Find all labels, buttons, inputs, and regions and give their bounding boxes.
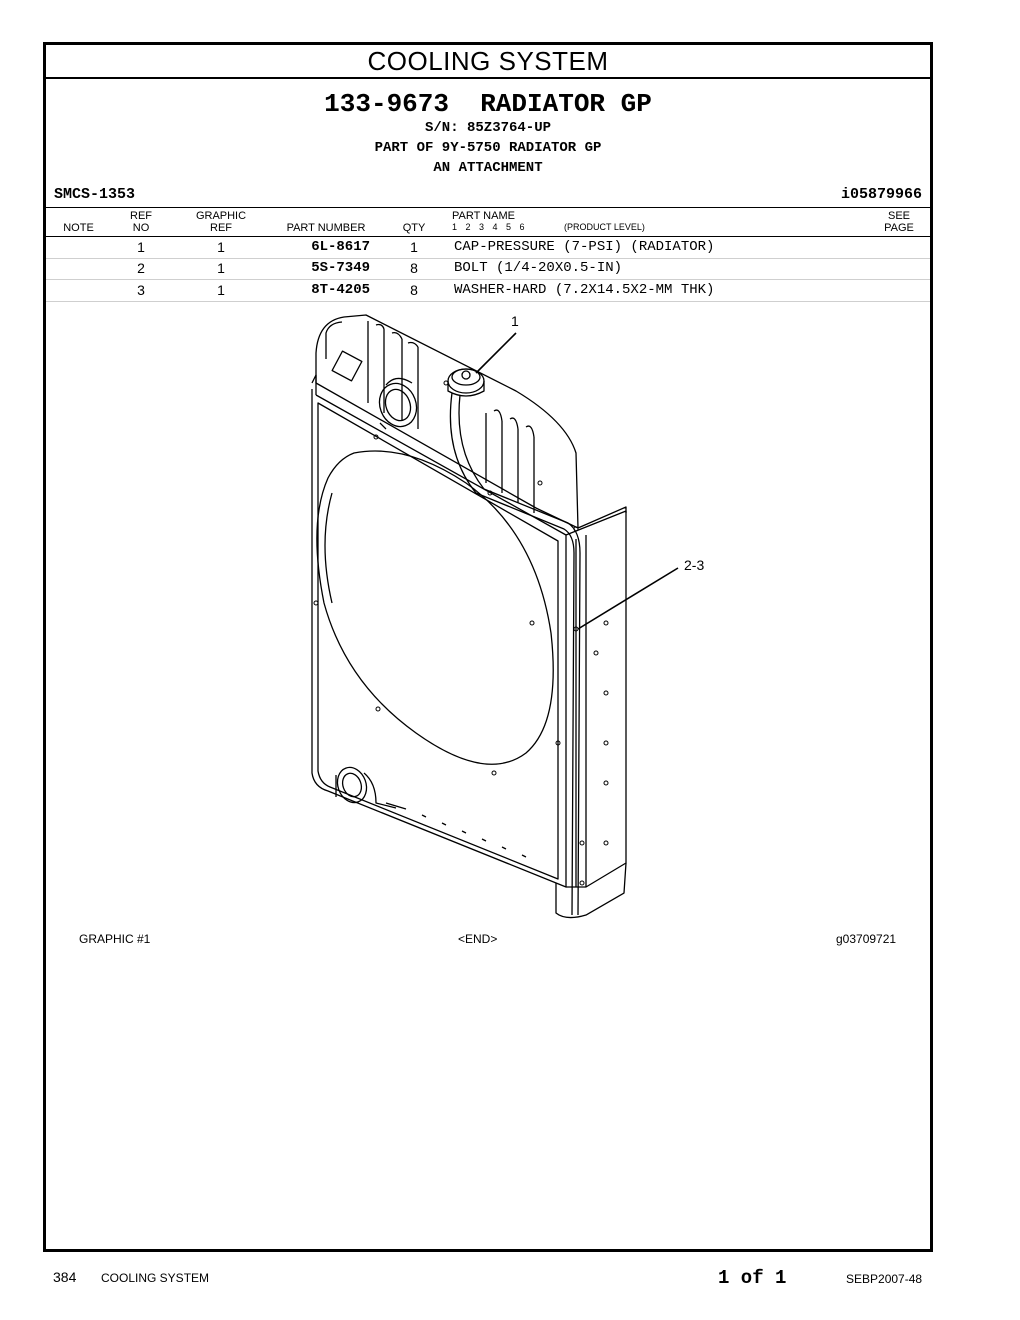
serial-number: S/N: 85Z3764-UP (424, 120, 552, 136)
row1-graphic: 1 (217, 239, 225, 255)
row2-ref: 2 (137, 260, 145, 276)
col-levels: 1 2 3 4 5 6 (452, 222, 525, 232)
overflow-tube (449, 392, 575, 916)
tank-label-plate (331, 350, 363, 382)
row1-qty: 1 (410, 239, 418, 255)
col-part-number: PART NUMBER (286, 222, 366, 234)
side-panel (565, 510, 627, 888)
leader-line-2-3 (577, 567, 679, 630)
footer-section: COOLING SYSTEM (101, 1271, 210, 1285)
group-name: RADIATOR GP (480, 89, 652, 119)
col-note: NOTE (63, 222, 94, 234)
outlet-pipe (336, 766, 368, 804)
row1-ref: 1 (137, 239, 145, 255)
page-count: 1 of 1 (718, 1267, 787, 1289)
callout-2-3: 2-3 (684, 557, 705, 573)
page-frame: COOLING SYSTEM 133-9673 RADIATOR GP S/N:… (43, 42, 933, 1252)
col-ref-top: REF (130, 210, 152, 222)
callout-1: 1 (511, 313, 519, 329)
document-number: SEBP2007-48 (846, 1272, 923, 1286)
end-marker: <END> (458, 932, 498, 946)
page-number: 384 (53, 1269, 77, 1285)
row1-part-name: CAP-PRESSURE (7-PSI) (RADIATOR) (454, 239, 715, 255)
row3-part-name: WASHER-HARD (7.2X14.5X2-MM THK) (454, 282, 715, 298)
table-top-rule (46, 207, 930, 208)
leader-line-1 (475, 332, 517, 374)
radiator-frame (311, 389, 567, 888)
top-tank (315, 314, 579, 529)
row3-qty: 8 (410, 282, 418, 298)
graphic-id: g03709721 (836, 932, 897, 946)
group-number: 133-9673 (324, 89, 449, 119)
row3-ref: 3 (137, 282, 145, 298)
radiator-core (317, 402, 559, 880)
part-of-line: PART OF 9Y-5750 RADIATOR GP (374, 140, 602, 156)
row2-part-number: 5S-7349 (311, 260, 370, 276)
smcs-code: SMCS-1353 (54, 186, 136, 203)
group-title: 133-9673 RADIATOR GP (46, 89, 930, 119)
row1-rule (46, 258, 930, 259)
row2-rule (46, 279, 930, 280)
document-id: i05879966 (840, 186, 922, 203)
col-product-level: (PRODUCT LEVEL) (564, 222, 645, 232)
row1-part-number: 6L-8617 (311, 239, 370, 255)
row2-graphic: 1 (217, 260, 225, 276)
col-graphic-bottom: REF (210, 222, 232, 234)
col-part-name: PART NAME (452, 210, 515, 222)
row3-graphic: 1 (217, 282, 225, 298)
bolt-holes (313, 380, 609, 886)
row3-part-number: 8T-4205 (311, 282, 370, 298)
row3-rule (46, 301, 930, 302)
col-ref-bottom: NO (132, 222, 150, 234)
col-qty: QTY (402, 222, 426, 234)
col-see-bottom: PAGE (884, 222, 914, 234)
graphic-label: GRAPHIC #1 (79, 932, 151, 946)
row2-part-name: BOLT (1/4-20X0.5-IN) (454, 260, 623, 276)
table-header-rule (46, 236, 930, 237)
section-title: COOLING SYSTEM (46, 45, 930, 79)
inlet-pipe (378, 382, 418, 428)
fan-shroud-opening (316, 450, 554, 765)
row2-qty: 8 (410, 260, 418, 276)
col-see-top: SEE (887, 210, 910, 222)
col-graphic-top: GRAPHIC (195, 210, 247, 222)
attachment-line: AN ATTACHMENT (433, 160, 543, 176)
radiator-illustration (311, 314, 679, 919)
